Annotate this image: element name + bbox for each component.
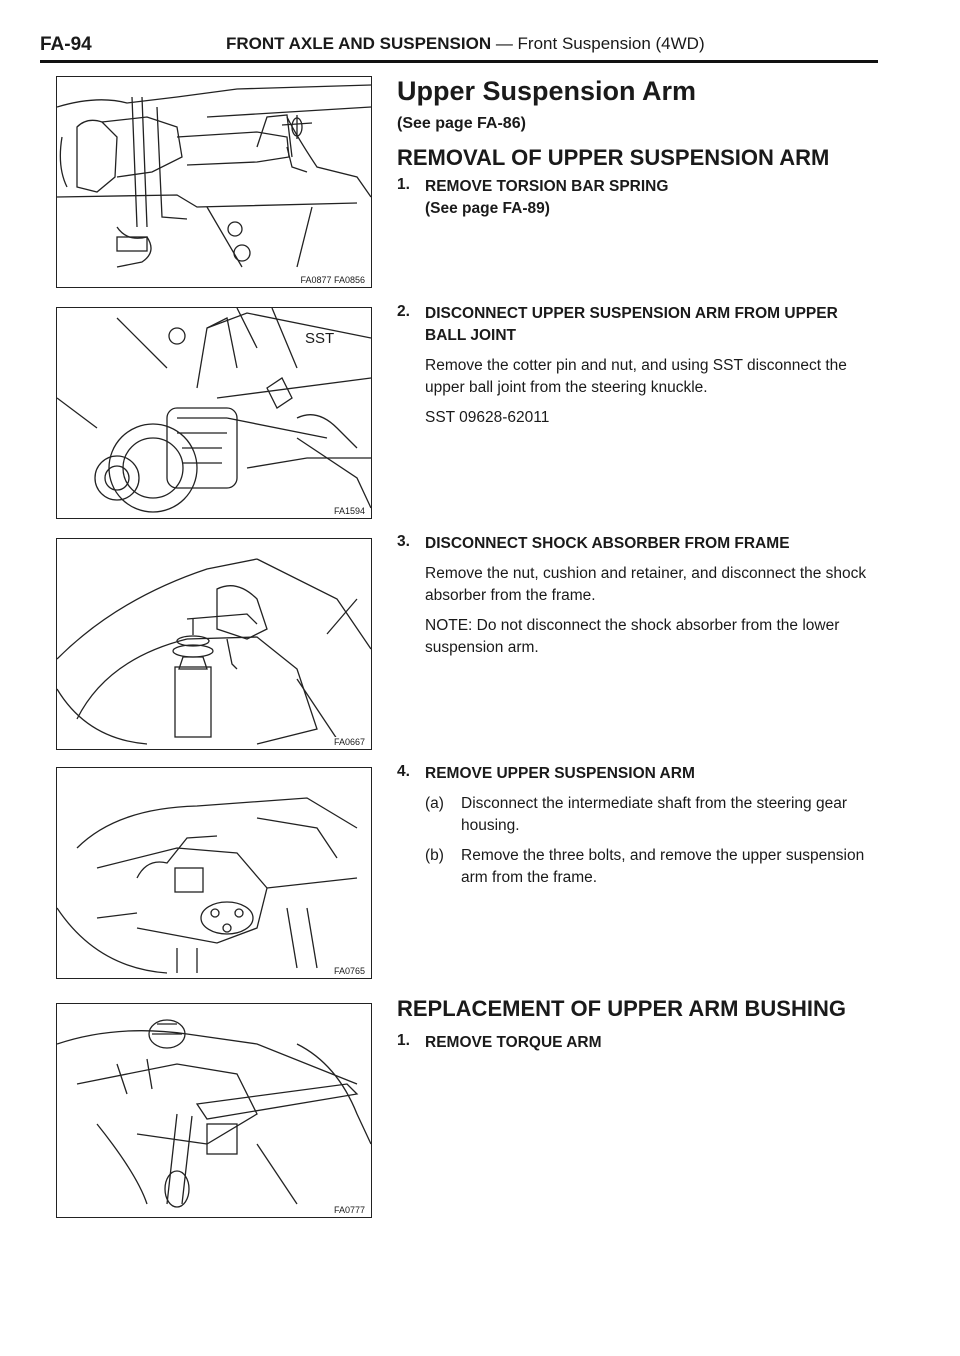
- substep-text: Remove the three bolts, and remove the u…: [461, 847, 865, 886]
- step-number: 3.: [397, 533, 410, 550]
- shock-absorber-illustration: [57, 558, 371, 745]
- replacement-step-1: 1. REMOVE TORQUE ARM: [397, 1032, 877, 1054]
- figure-torsion-bar: FA0877 FA0856: [56, 76, 372, 288]
- step-number: 4.: [397, 763, 410, 780]
- removal-heading: REMOVAL OF UPPER SUSPENSION ARM: [397, 145, 830, 170]
- page-header: FA-94 FRONT AXLE AND SUSPENSION — Front …: [40, 30, 878, 63]
- figure-upper-arm: FA0765: [56, 767, 372, 979]
- substep-b: (b) Remove the three bolts, and remove t…: [425, 845, 877, 889]
- step-title: REMOVE TORSION BAR SPRING: [425, 178, 669, 195]
- step-number: 1.: [397, 1032, 410, 1049]
- step-title: DISCONNECT UPPER SUSPENSION ARM FROM UPP…: [425, 305, 838, 344]
- step-note: NOTE: Do not disconnect the shock absorb…: [425, 617, 840, 656]
- figure-code: FA0667: [331, 737, 367, 747]
- step-title: DISCONNECT SHOCK ABSORBER FROM FRAME: [425, 535, 790, 552]
- substep-label: (a): [425, 795, 444, 812]
- upper-arm-illustration: [57, 797, 358, 974]
- step-title: REMOVE UPPER SUSPENSION ARM: [425, 765, 695, 782]
- figure-ball-joint: SST FA1594: [56, 307, 372, 519]
- step-4: 4. REMOVE UPPER SUSPENSION ARM (a) Disco…: [397, 763, 877, 889]
- replacement-heading: REPLACEMENT OF UPPER ARM BUSHING: [397, 996, 846, 1021]
- substep-label: (b): [425, 847, 444, 864]
- torsion-bar-illustration: [57, 84, 371, 268]
- step-body: Remove the nut, cushion and retainer, an…: [425, 565, 867, 604]
- section-header: Upper Suspension Arm (See page FA-86) RE…: [397, 76, 877, 171]
- step-body: Remove the cotter pin and nut, and using…: [425, 357, 847, 396]
- replacement-section: REPLACEMENT OF UPPER ARM BUSHING: [397, 996, 877, 1022]
- page-id: FA-94: [40, 34, 92, 55]
- header-subsection: — Front Suspension (4WD): [491, 34, 705, 53]
- section-title: Upper Suspension Arm: [397, 76, 697, 106]
- figure-code: FA0777: [331, 1205, 367, 1215]
- figure-code: FA0765: [331, 966, 367, 976]
- ball-joint-illustration: [57, 308, 371, 513]
- step-title: REMOVE TORQUE ARM: [425, 1034, 602, 1051]
- header-section: FRONT AXLE AND SUSPENSION: [226, 34, 492, 53]
- figure-code: FA0877 FA0856: [298, 275, 367, 285]
- step-title-ref: (See page FA-89): [425, 200, 550, 217]
- see-page-ref: (See page FA-86): [397, 115, 526, 132]
- step-3: 3. DISCONNECT SHOCK ABSORBER FROM FRAME …: [397, 533, 877, 659]
- step-number: 2.: [397, 303, 410, 320]
- step-2: 2. DISCONNECT UPPER SUSPENSION ARM FROM …: [397, 303, 877, 429]
- step-number: 1.: [397, 176, 410, 193]
- figure-torque-arm: FA0777: [56, 1003, 372, 1218]
- figure-code: FA1594: [331, 506, 367, 516]
- step-1: 1. REMOVE TORSION BAR SPRING (See page F…: [397, 176, 877, 220]
- step-sst: SST 09628-62011: [425, 409, 550, 426]
- torque-arm-illustration: [57, 1019, 371, 1208]
- header-title: FRONT AXLE AND SUSPENSION — Front Suspen…: [226, 34, 705, 54]
- figure-shock-absorber: FA0667: [56, 538, 372, 750]
- substep-text: Disconnect the intermediate shaft from t…: [461, 795, 847, 834]
- substep-a: (a) Disconnect the intermediate shaft fr…: [425, 793, 877, 837]
- sst-callout: SST: [305, 330, 335, 347]
